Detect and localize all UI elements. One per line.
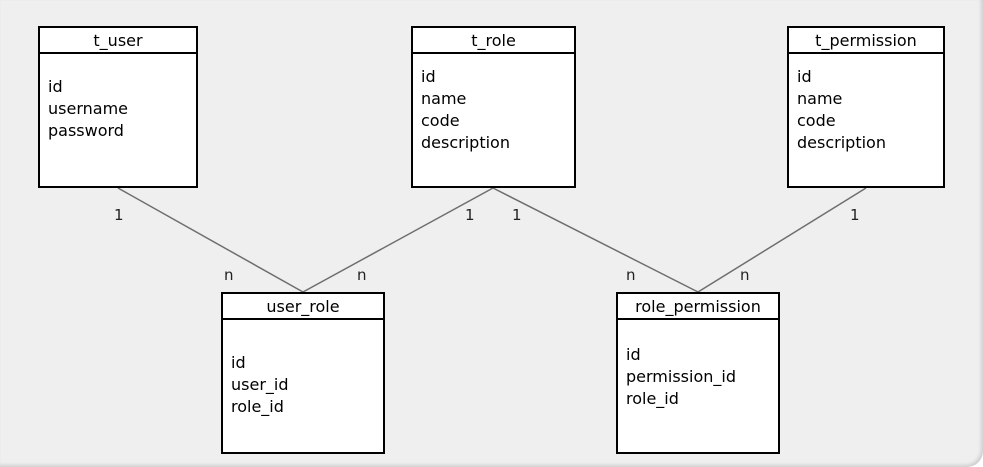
cardinality-t_user-side: 1 — [114, 206, 124, 224]
entity-title: user_role — [223, 294, 383, 320]
cardinality-user_role-role-side: n — [357, 266, 367, 284]
field-item: id — [231, 353, 246, 372]
cardinality-t_permission-side: 1 — [850, 206, 860, 224]
field-list: id name code description — [789, 54, 943, 154]
entity-user_role: user_role id user_id role_id — [221, 292, 385, 454]
entity-title: t_role — [413, 28, 574, 54]
field-item: user_id — [231, 375, 289, 394]
cardinality-user_role-user-side: n — [224, 266, 234, 284]
field-item: description — [421, 133, 510, 152]
entity-t_role: t_role id name code description — [411, 26, 576, 188]
field-item: id — [421, 67, 436, 86]
field-item: code — [797, 111, 836, 130]
cardinality-t_role-user-side: 1 — [465, 206, 475, 224]
field-item: name — [797, 89, 843, 108]
field-item: role_id — [231, 397, 284, 416]
field-item: code — [421, 111, 460, 130]
entity-title: t_user — [40, 28, 196, 54]
cardinality-role_permission-permission-side: n — [740, 266, 750, 284]
entity-t_user: t_user id username password — [38, 26, 198, 188]
field-list: id user_id role_id — [223, 320, 383, 418]
field-list: id permission_id role_id — [618, 320, 778, 410]
link-t_role-user_role — [302, 187, 494, 293]
field-list: id username password — [40, 54, 196, 142]
cardinality-role_permission-role-side: n — [626, 266, 636, 284]
link-t_permission-role_permission — [697, 187, 867, 293]
cardinality-t_role-permission-side: 1 — [512, 206, 522, 224]
entity-title: t_permission — [789, 28, 943, 54]
link-t_role-role_permission — [492, 187, 699, 293]
field-item: id — [626, 345, 641, 364]
field-item: password — [48, 121, 124, 140]
field-item: id — [797, 67, 812, 86]
field-item: id — [48, 77, 63, 96]
field-item: description — [797, 133, 886, 152]
field-item: username — [48, 99, 128, 118]
field-list: id name code description — [413, 54, 574, 154]
entity-role_permission: role_permission id permission_id role_id — [616, 292, 780, 454]
field-item: permission_id — [626, 367, 736, 386]
field-item: name — [421, 89, 467, 108]
link-t_user-user_role — [117, 187, 304, 293]
entity-t_permission: t_permission id name code description — [787, 26, 945, 188]
entity-title: role_permission — [618, 294, 778, 320]
field-item: role_id — [626, 389, 679, 408]
